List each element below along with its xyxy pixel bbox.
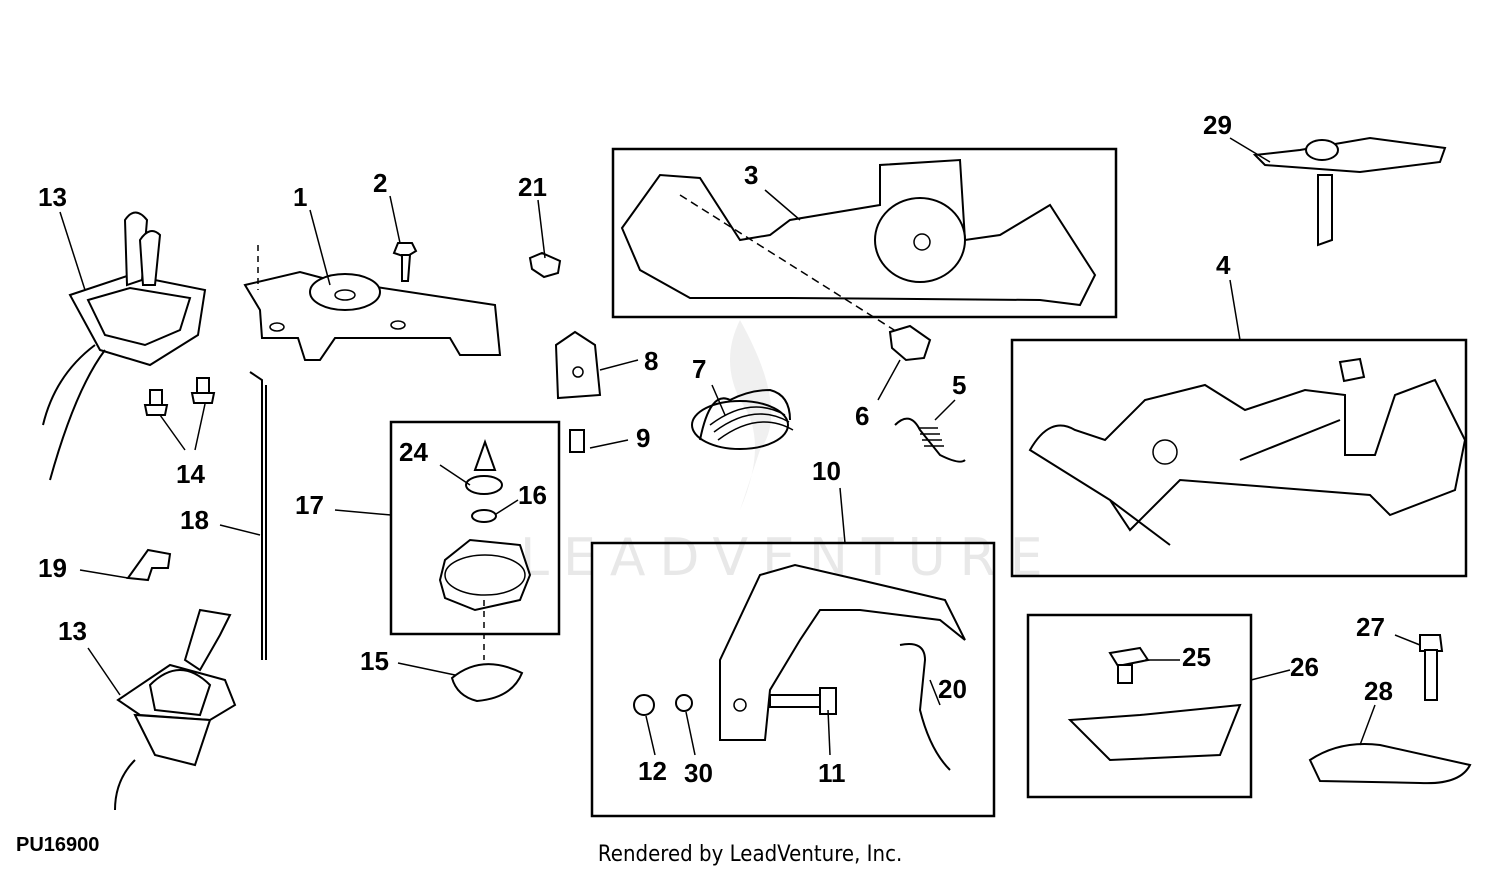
part-labels: 13 1 2 21 3 29 4 8 7 5 6 9 14 24 16 17 1… (38, 110, 1393, 788)
label-6: 6 (855, 401, 869, 431)
box-part-4 (1010, 338, 1468, 578)
footer-text: Rendered by LeadVenture, Inc. (597, 842, 903, 867)
box-part-3 (611, 147, 1118, 319)
part-28-pad (1308, 743, 1472, 785)
label-20: 20 (938, 674, 967, 704)
label-17: 17 (295, 490, 324, 520)
label-25: 25 (1182, 642, 1211, 672)
part-13-lower-control (114, 608, 237, 811)
part-7-spring (691, 388, 794, 450)
part-3-bracket (620, 158, 1097, 341)
label-15: 15 (360, 646, 389, 676)
label-12: 12 (638, 756, 667, 786)
part-30-washer (675, 694, 693, 712)
label-9: 9 (636, 423, 650, 453)
label-2: 2 (373, 168, 387, 198)
label-19: 19 (38, 553, 67, 583)
part-17-gear (438, 538, 532, 660)
part-9-screw (569, 429, 585, 453)
label-8: 8 (644, 346, 658, 376)
part-14-bolts (143, 377, 216, 416)
part-15-cap (450, 663, 524, 703)
part-4-assembly (1028, 357, 1467, 546)
label-16: 16 (518, 480, 547, 510)
part-26-plate (1067, 703, 1242, 762)
watermark: LEADVENTURE (520, 320, 1043, 588)
part-2-bolt (392, 242, 418, 282)
label-11: 11 (818, 758, 846, 788)
label-30: 30 (684, 758, 713, 788)
label-13-upper: 13 (38, 182, 67, 212)
leader-lines (59, 137, 1421, 756)
part-5-spring (894, 417, 966, 463)
part-16-washer (471, 509, 497, 523)
part-19-clip (126, 548, 172, 582)
label-24: 24 (399, 437, 428, 467)
part-6-bolt (888, 324, 932, 362)
label-10: 10 (812, 456, 841, 486)
part-18-rod (249, 371, 267, 660)
label-27: 27 (1356, 612, 1385, 642)
reference-code: PU16900 (16, 834, 100, 856)
part-13-upper-control (42, 211, 207, 481)
part-29-plate (1252, 136, 1447, 247)
label-7: 7 (692, 354, 706, 384)
part-10-lever (719, 563, 966, 741)
label-28: 28 (1364, 676, 1393, 706)
label-21: 21 (518, 172, 547, 202)
label-4: 4 (1216, 250, 1231, 280)
label-26: 26 (1290, 652, 1319, 682)
part-1-bracket (243, 245, 502, 361)
label-18: 18 (180, 505, 209, 535)
part-8-clip (554, 330, 602, 400)
box-part-10 (590, 541, 996, 818)
label-1: 1 (293, 182, 307, 212)
label-3: 3 (744, 160, 758, 190)
part-25-bolt (1108, 646, 1150, 684)
part-27-bolt (1419, 634, 1444, 701)
part-21-fitting (528, 251, 562, 279)
box-part-17 (389, 420, 561, 636)
part-24-pin (465, 439, 503, 495)
footer-credit: Rendered by LeadVenture, Inc. (0, 842, 1500, 867)
label-13-lower: 13 (58, 616, 87, 646)
part-20-rod (899, 643, 951, 771)
part-12-nut (633, 694, 655, 716)
part-11-screw (769, 687, 837, 715)
label-29: 29 (1203, 110, 1232, 140)
label-14: 14 (176, 459, 205, 489)
box-part-26 (1026, 613, 1253, 799)
label-5: 5 (952, 370, 966, 400)
